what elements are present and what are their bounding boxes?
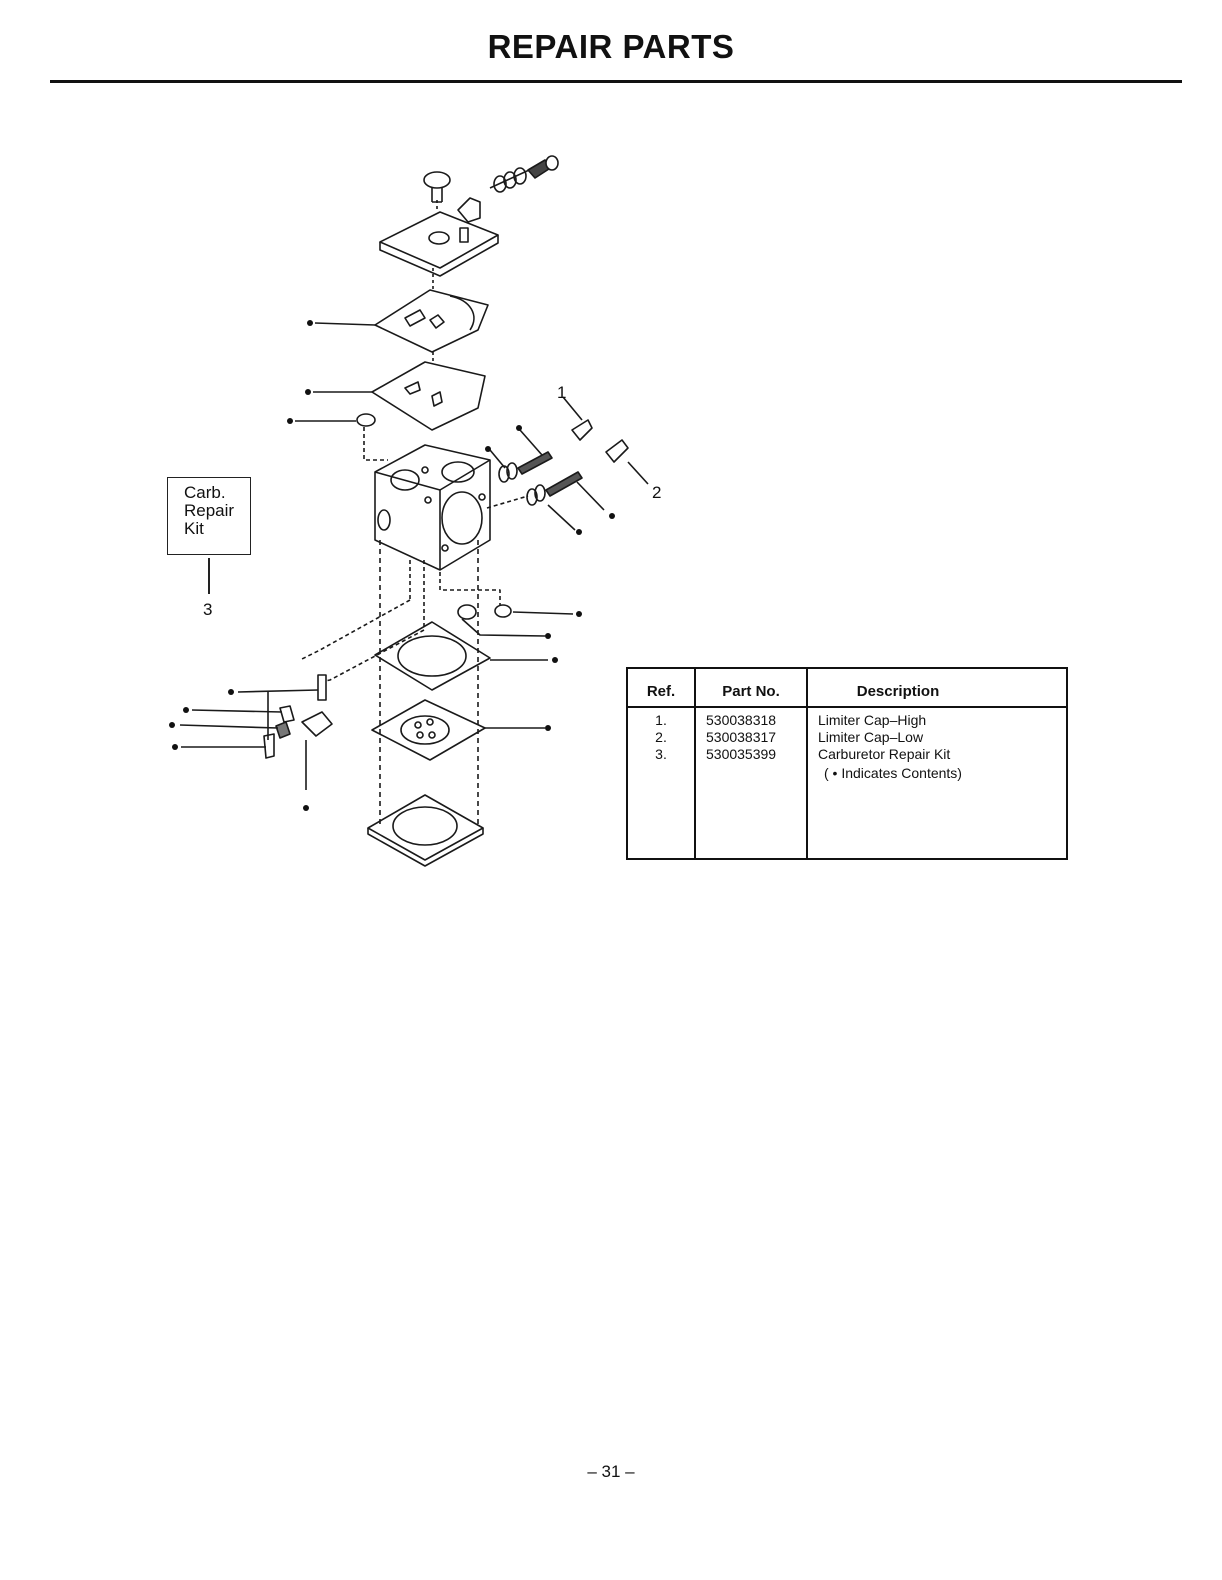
kit-label-line: Carb. — [184, 483, 226, 502]
adjusting-screw-icon — [489, 155, 559, 193]
table-row: 3. 530035399 Carburetor Repair Kit — [628, 746, 1068, 763]
table-row: 2. 530038317 Limiter Cap–Low — [628, 729, 1068, 746]
cell-ref: 3. — [655, 746, 667, 762]
carburetor-exploded-diagram — [169, 155, 649, 867]
parts-table: Ref. Part No. Description 1. 530038318 L… — [626, 667, 1068, 860]
screw-icon — [423, 171, 451, 203]
inlet-needle-icon — [263, 674, 333, 759]
pump-gasket-icon — [374, 289, 489, 353]
callout-ref-3: 3 — [203, 600, 213, 619]
cell-description: Carburetor Repair Kit — [818, 746, 951, 762]
pump-cover-icon — [379, 211, 499, 277]
header-description: Description — [856, 683, 940, 700]
kit-leader-line — [208, 558, 210, 594]
header-part-no: Part No. — [722, 683, 780, 700]
callout-ref-2: 2 — [652, 483, 662, 502]
metering-diaphragm-icon — [371, 699, 486, 761]
kit-label-line: Repair — [184, 501, 235, 520]
limiter-cap-low-icon — [605, 439, 629, 463]
carburetor-body-icon — [374, 444, 491, 571]
cell-ref: 2. — [655, 729, 667, 745]
inlet-screen-icon — [356, 413, 376, 427]
cell-part-no: 530038318 — [706, 712, 777, 728]
table-divider — [806, 669, 808, 858]
cell-part-no: 530038317 — [706, 729, 777, 745]
kit-label-line: Kit — [184, 519, 204, 538]
contents-note: ( • Indicates Contents) — [824, 765, 962, 781]
table-row: 1. 530038318 Limiter Cap–High — [628, 712, 1068, 729]
metering-cover-icon — [367, 794, 484, 867]
carb-repair-kit-label: Carb. Repair Kit — [167, 477, 251, 555]
needle-spring-icon — [526, 471, 583, 506]
table-divider — [694, 669, 696, 858]
needle-spring-icon — [498, 451, 553, 483]
cell-description: Limiter Cap–High — [818, 712, 927, 728]
page-number: – 31 – — [587, 1462, 635, 1481]
table-header-rule — [628, 706, 1066, 708]
callout-ref-1: 1 — [557, 383, 567, 402]
cell-ref: 1. — [655, 712, 667, 728]
limiter-cap-high-icon — [571, 419, 593, 441]
pump-diaphragm-icon — [371, 361, 486, 431]
metering-gasket-icon — [374, 621, 491, 691]
header-ref: Ref. — [646, 683, 676, 700]
page-title: REPAIR PARTS — [487, 28, 735, 65]
cell-part-no: 530035399 — [706, 746, 777, 762]
title-rule — [50, 80, 1182, 83]
cell-description: Limiter Cap–Low — [818, 729, 924, 745]
